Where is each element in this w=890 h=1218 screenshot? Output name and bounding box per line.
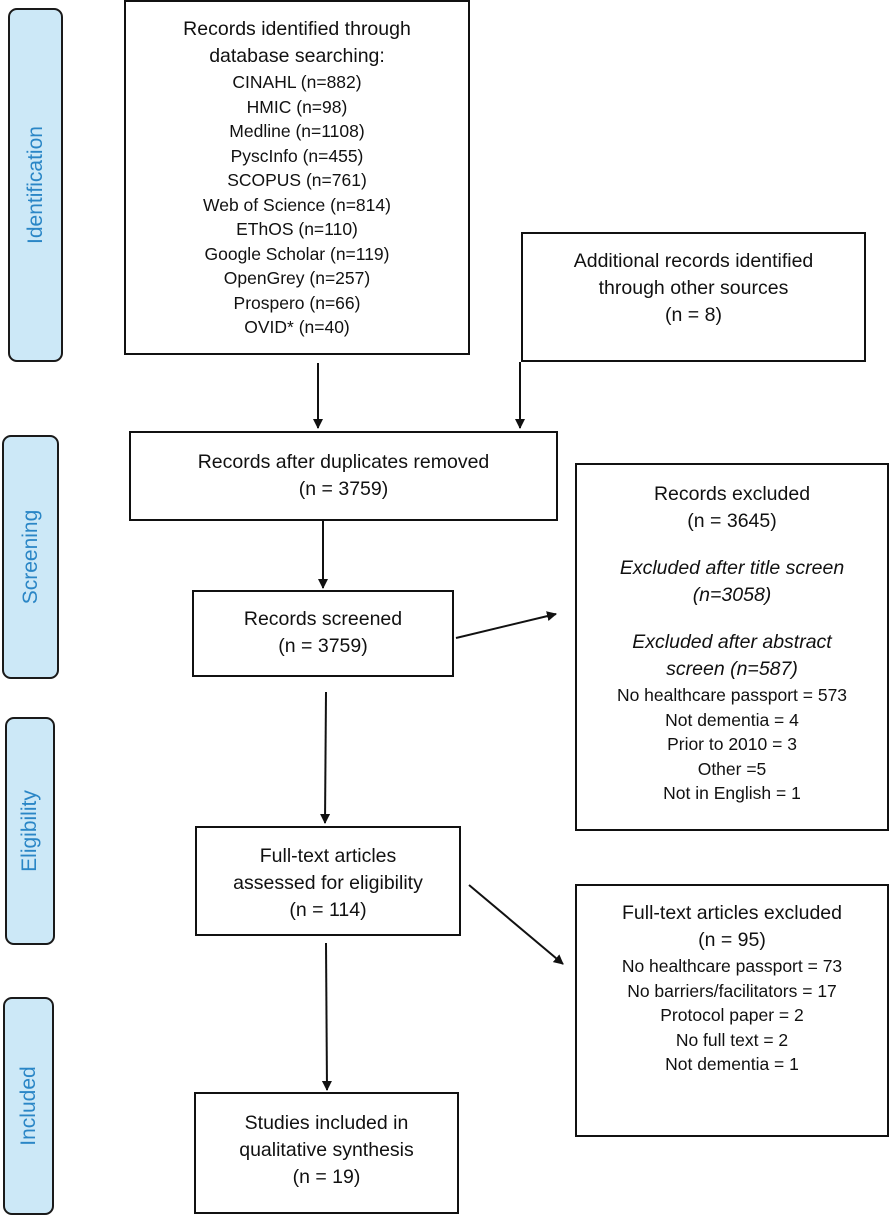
full-text-exclusion-reason: Not dementia = 1 [665, 1054, 799, 1074]
phase-included: Included [3, 997, 54, 1215]
studies-included-box: Studies included in qualitative synthesi… [194, 1092, 459, 1214]
duplicates-removed-box: Records after duplicates removed (n = 37… [129, 431, 558, 521]
exclusion-reason: Not dementia = 4 [665, 709, 799, 730]
database-search-box: Records identified through database sear… [124, 0, 470, 355]
records-excluded-title: Records excluded [653, 483, 811, 505]
records-screened-line1: Records screened [243, 608, 403, 630]
full-text-exclusion-reason: No full text = 2 [675, 1029, 789, 1050]
records-screened-box: Records screened (n = 3759) [192, 590, 454, 677]
source-item: Google Scholar (n=119) [204, 243, 390, 264]
source-item: Medline (n=1108) [229, 121, 365, 141]
other-sources-count: (n = 8) [665, 304, 722, 326]
phase-screening: Screening [2, 435, 59, 679]
arrow-screened-to-full-text [320, 691, 331, 824]
studies-included-line1: Studies included in [244, 1112, 409, 1134]
source-item: Web of Science (n=814) [203, 194, 391, 215]
duplicates-removed-line1: Records after duplicates removed [197, 451, 490, 473]
full-text-exclusion-reason: Protocol paper = 2 [660, 1005, 804, 1025]
abstract-screen-line1: Excluded after abstract [632, 631, 832, 653]
source-item: HMIC (n=98) [246, 96, 348, 117]
duplicates-removed-count: (n = 3759) [298, 478, 389, 500]
source-item: OpenGrey (n=257) [223, 268, 371, 288]
database-search-title-line1: Records identified through [183, 18, 411, 40]
records-excluded-count: (n = 3645) [687, 510, 777, 532]
full-text-count: (n = 114) [289, 899, 367, 921]
records-excluded-box: Records excluded (n = 3645) Excluded aft… [575, 463, 889, 831]
source-item: CINAHL (n=882) [232, 72, 362, 92]
title-screen-line2: (n=3058) [692, 584, 772, 606]
full-text-excluded-box: Full-text articles excluded (n = 95) No … [575, 884, 889, 1137]
full-text-exclusion-reason: No healthcare passport = 73 [621, 956, 843, 976]
studies-included-count: (n = 19) [292, 1166, 361, 1188]
phase-identification: Identification [8, 8, 63, 362]
full-text-assessed-box: Full-text articles assessed for eligibil… [195, 826, 461, 936]
full-text-exclusion-reason: No barriers/facilitators = 17 [627, 980, 837, 1001]
exclusion-reason: Not in English = 1 [663, 783, 801, 803]
other-sources-line1: Additional records identified [573, 250, 814, 272]
full-text-line1: Full-text articles [259, 845, 397, 867]
source-item: SCOPUS (n=761) [227, 170, 367, 190]
records-screened-count: (n = 3759) [278, 635, 368, 657]
abstract-screen-line2: screen (n=587) [666, 658, 798, 680]
phase-eligibility: Eligibility [5, 717, 55, 945]
source-item: Prospero (n=66) [233, 292, 361, 313]
studies-included-line2: qualitative synthesis [239, 1139, 414, 1161]
full-text-excluded-title: Full-text articles excluded [621, 902, 842, 924]
full-text-excluded-count: (n = 95) [698, 929, 766, 951]
exclusion-reason: Other =5 [697, 758, 767, 779]
source-item: OVID* (n=40) [244, 317, 350, 337]
full-text-line2: assessed for eligibility [233, 872, 423, 894]
other-sources-box: Additional records identified through ot… [521, 232, 866, 362]
arrow-full-text-to-included [321, 942, 332, 1091]
other-sources-line2: through other sources [598, 277, 789, 299]
exclusion-reason: Prior to 2010 = 3 [667, 734, 797, 754]
arrow-screened-to-excluded [455, 611, 557, 639]
database-search-title-line2: database searching: [209, 45, 385, 67]
title-screen-line1: Excluded after title screen [619, 557, 845, 579]
source-item: EThOS (n=110) [236, 219, 358, 239]
source-item: PyscInfo (n=455) [230, 145, 364, 166]
arrow-full-text-to-excluded [468, 884, 564, 965]
exclusion-reason: No healthcare passport = 573 [616, 685, 848, 705]
